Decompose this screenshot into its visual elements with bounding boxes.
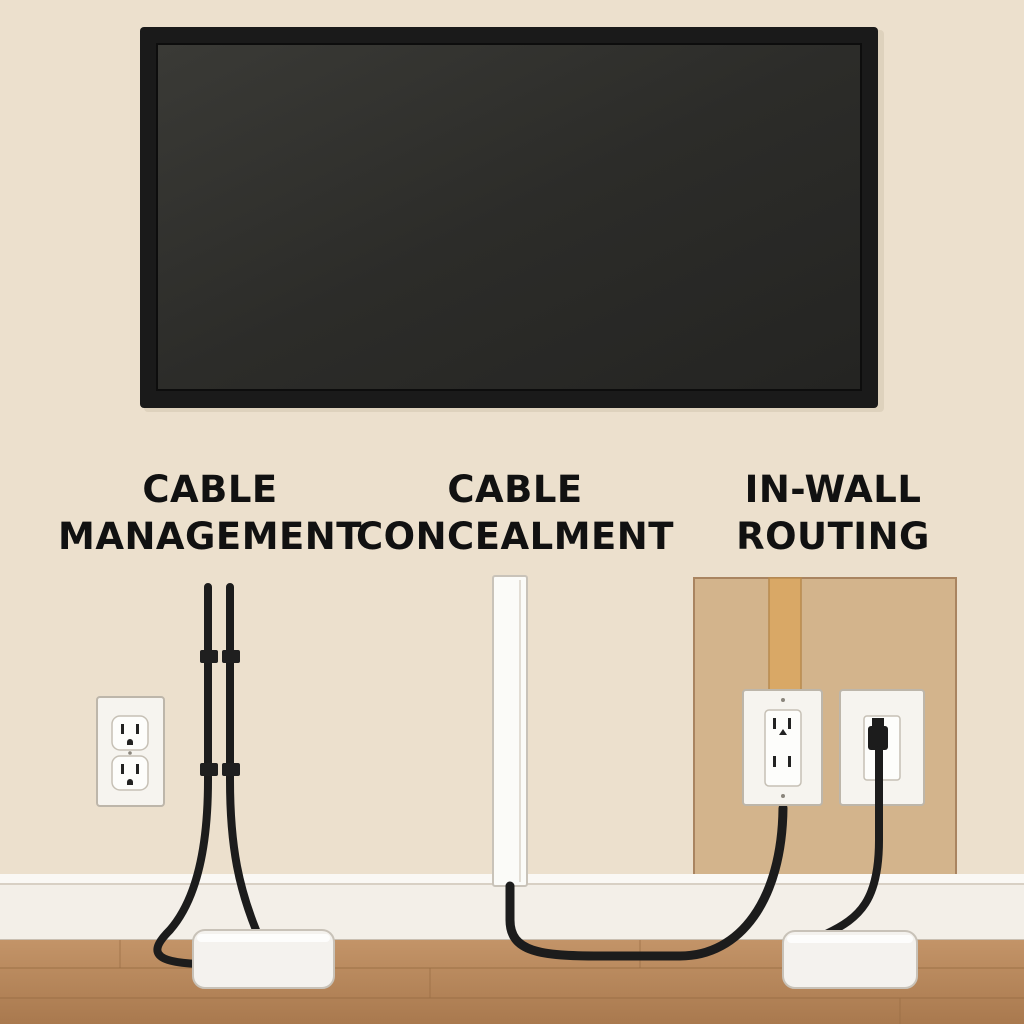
label-in-wall-routing-line2: ROUTING [736,515,930,558]
wall-plate-cable [822,746,883,938]
cable-tie-icon [200,650,240,776]
cable-raceway-icon [492,575,528,887]
concealed-cable [505,803,788,961]
label-cable-concealment-line1: CABLE [447,468,583,511]
wall-stud [768,577,802,691]
label-in-wall-routing-line1: IN-WALL [744,468,922,511]
label-cable-management-line2: MANAGEMENT [58,515,362,558]
in-wall-outlet-icon [742,689,823,806]
cable-box-icon [192,929,335,989]
power-outlet-icon [96,696,165,807]
label-in-wall-routing: IN-WALL ROUTING [663,466,1003,560]
tv-icon [140,27,884,412]
label-cable-management-line1: CABLE [142,468,278,511]
label-cable-management: CABLE MANAGEMENT [40,466,380,560]
cable-box-icon [782,930,918,989]
label-cable-concealment-line2: CONCEALMENT [355,515,674,558]
managed-cables [153,583,260,968]
label-cable-concealment: CABLE CONCEALMENT [345,466,685,560]
